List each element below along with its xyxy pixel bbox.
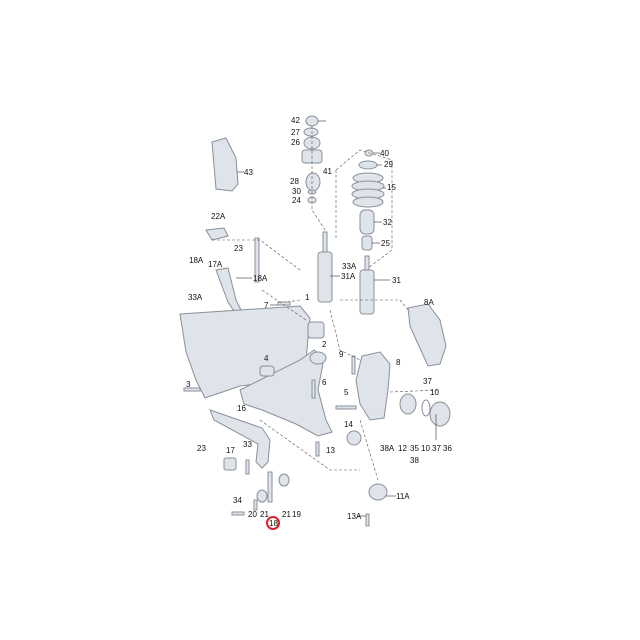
strut-mount-cap (305, 115, 319, 127)
label-31A: 31A (341, 272, 356, 281)
bolt-14 (335, 405, 357, 410)
label-7: 7 (264, 301, 269, 310)
label-36: 36 (443, 444, 452, 453)
label-17: 17 (226, 446, 235, 455)
label-30: 30 (292, 187, 301, 196)
label-3: 3 (186, 380, 191, 389)
steering-knuckle (355, 351, 391, 421)
wheel-bearing (399, 393, 417, 415)
label-1: 1 (305, 293, 310, 302)
strut-rod-left (322, 231, 328, 255)
label-25: 25 (381, 239, 390, 248)
label-18A-right: 18A (253, 274, 268, 283)
bushing-4 (259, 365, 275, 377)
label-10-bottom: 10 (421, 444, 430, 453)
label-37-top: 37 (423, 377, 432, 386)
label-28: 28 (290, 177, 299, 186)
label-41: 41 (323, 167, 332, 176)
label-32: 32 (383, 218, 392, 227)
bushing-21 (256, 489, 268, 503)
label-21-left: 21 (260, 510, 269, 519)
label-17A: 17A (208, 260, 223, 269)
label-5: 5 (344, 388, 349, 397)
circlip (421, 399, 431, 417)
label-14: 14 (344, 420, 353, 429)
spring-seat-29 (358, 160, 378, 170)
label-23-bottom: 23 (197, 444, 206, 453)
stabilizer-bar-16 (209, 409, 271, 469)
bolt-13A (365, 513, 370, 527)
bolt-33 (245, 459, 250, 475)
label-18: 18 (269, 519, 278, 528)
bracket-22A (205, 227, 229, 241)
label-9: 9 (339, 350, 344, 359)
bolt-34 (231, 511, 245, 516)
label-6: 6 (322, 378, 327, 387)
bump-stop-25 (361, 235, 373, 251)
label-29: 29 (384, 160, 393, 169)
label-13A: 13A (347, 512, 362, 521)
label-33A-top: 33A (342, 262, 357, 271)
bolt-9 (351, 355, 356, 375)
knuckle-8A (407, 303, 447, 367)
label-2: 2 (322, 340, 327, 349)
label-8: 8 (396, 358, 401, 367)
label-42: 42 (291, 116, 300, 125)
bolt-6 (311, 379, 316, 399)
label-33: 33 (243, 440, 252, 449)
strut-body-right (359, 269, 375, 315)
label-21-right: 21 (282, 510, 291, 519)
bolt-13 (315, 441, 320, 457)
label-20: 20 (248, 510, 257, 519)
bushing-17 (223, 457, 237, 471)
label-35: 35 (410, 444, 419, 453)
label-37-bottom: 37 (432, 444, 441, 453)
label-16: 16 (237, 404, 246, 413)
label-24: 24 (292, 196, 301, 205)
bushing-2 (307, 321, 325, 339)
label-38: 38 (410, 456, 419, 465)
label-18A-left: 18A (189, 256, 204, 265)
label-13-top: 13 (326, 446, 335, 455)
label-12: 12 (398, 444, 407, 453)
ball-joint (346, 430, 362, 446)
stabilizer-bar (215, 267, 243, 315)
label-4: 4 (264, 354, 269, 363)
strut-body-left (317, 251, 333, 303)
label-11A: 11A (396, 492, 410, 501)
wheel-hub (429, 401, 451, 427)
label-26: 26 (291, 138, 300, 147)
control-arm (239, 349, 333, 437)
label-43: 43 (244, 168, 253, 177)
bushing-19 (278, 473, 290, 487)
highlight-circle-18 (266, 516, 280, 530)
label-22A: 22A (211, 212, 226, 221)
label-15: 15 (387, 183, 396, 192)
bump-stop (305, 172, 321, 192)
ball-joint-11A (368, 483, 388, 501)
label-8A: 8A (424, 298, 434, 307)
label-19: 19 (292, 510, 301, 519)
strut-bearing (303, 127, 319, 137)
label-10-top: 10 (430, 388, 439, 397)
label-31: 31 (392, 276, 401, 285)
label-38A: 38A (380, 444, 395, 453)
label-40: 40 (380, 149, 389, 158)
link-18 (267, 471, 273, 503)
stabilizer-link (254, 237, 260, 283)
dust-shield (211, 137, 239, 192)
label-34: 34 (233, 496, 242, 505)
label-27: 27 (291, 128, 300, 137)
bolt-3 (183, 387, 201, 392)
label-33A-left: 33A (188, 293, 203, 302)
control-arm-bushing (309, 351, 327, 365)
label-23-top: 23 (234, 244, 243, 253)
bolt-20 (253, 499, 258, 511)
dust-boot (359, 209, 375, 235)
